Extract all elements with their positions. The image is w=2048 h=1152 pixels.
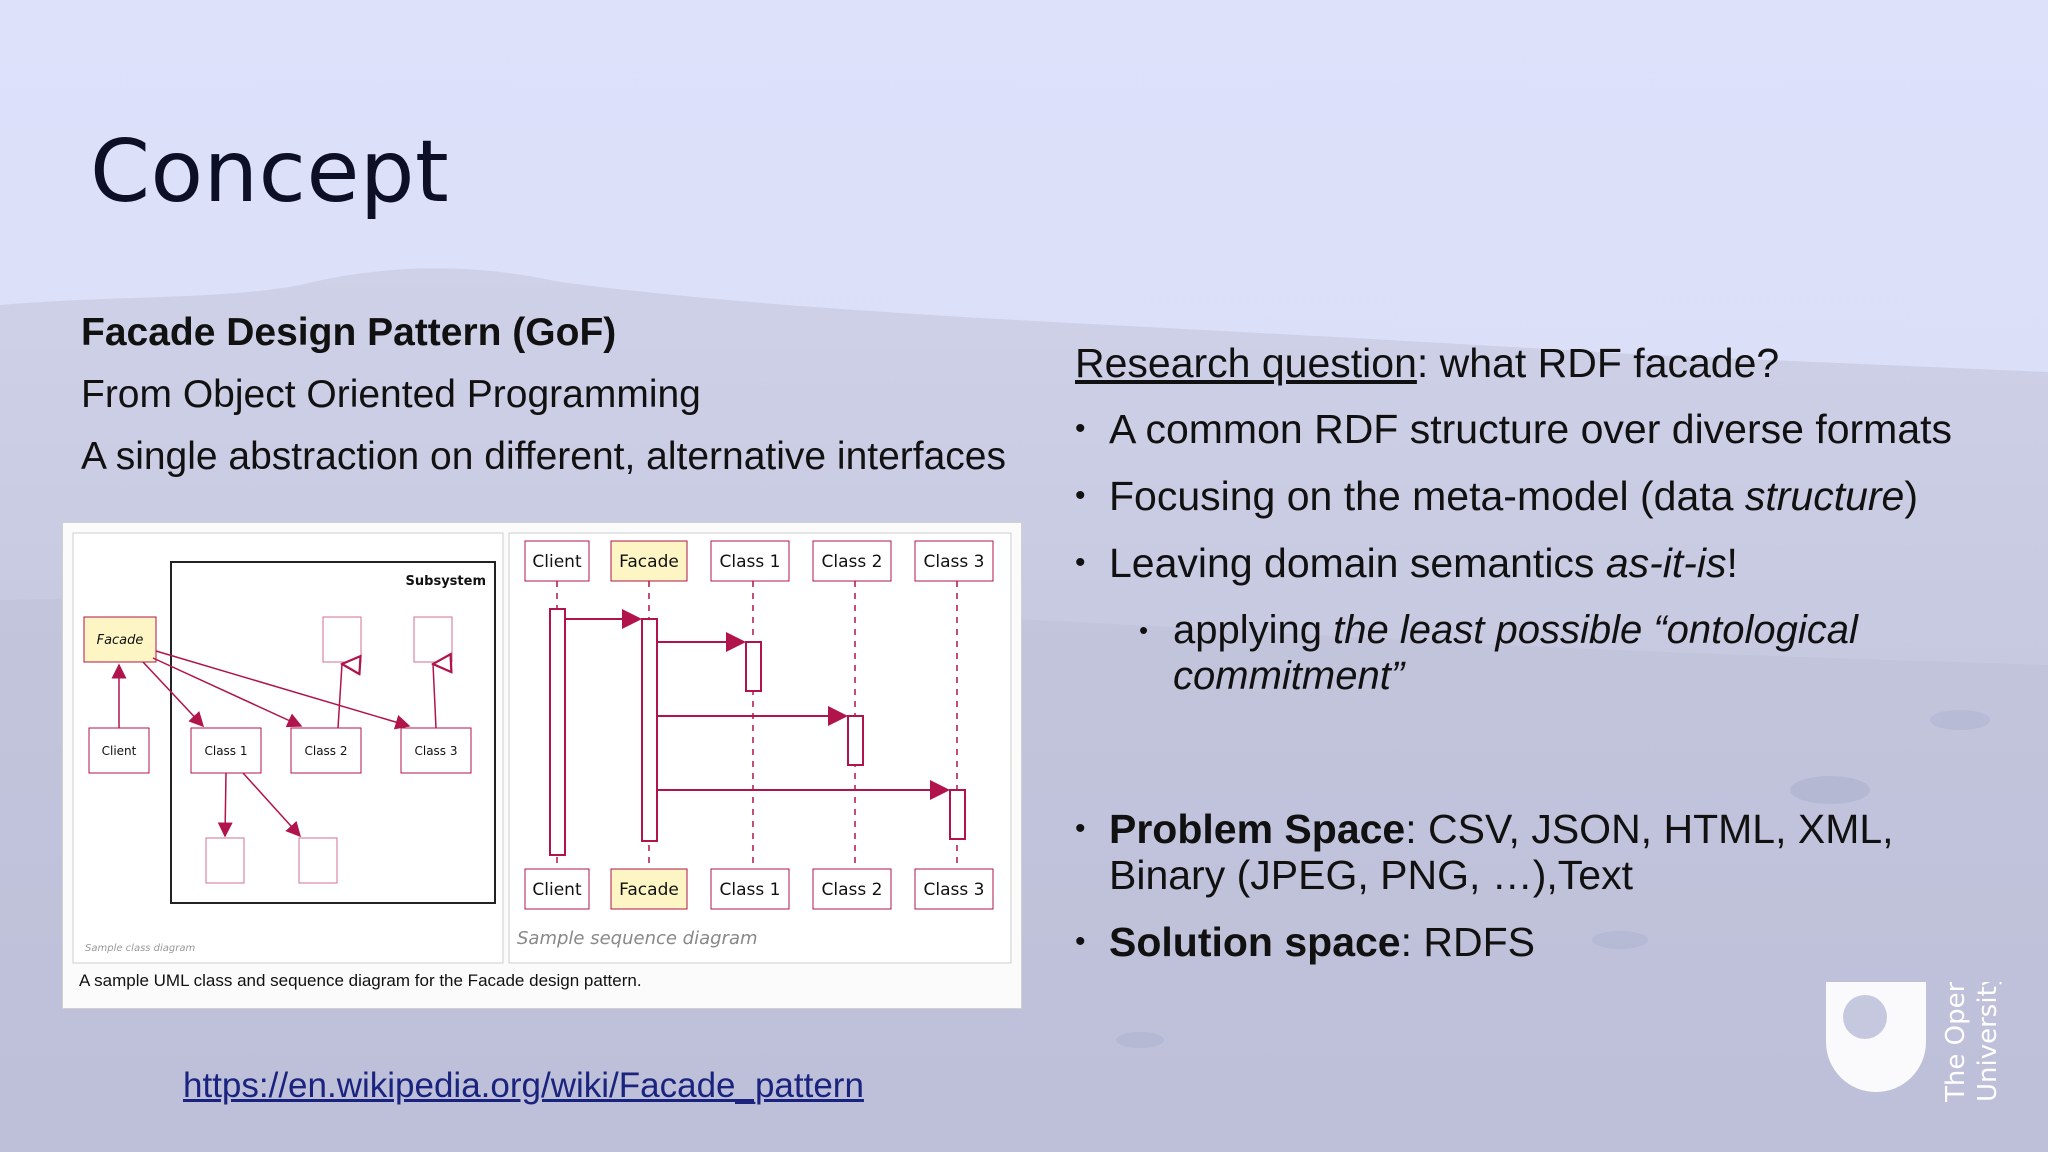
class1-to-child-a-arrow (217, 772, 233, 838)
activation-client (549, 608, 566, 856)
seq-facade-top (610, 540, 688, 582)
bullet-solution-space: Solution space: RDFS (1075, 919, 2005, 965)
wikipedia-link[interactable]: https://en.wikipedia.org/wiki/Facade_pat… (183, 1066, 864, 1105)
research-question: Research question: what RDF facade? (1075, 340, 2005, 386)
seq-class3-top (914, 540, 994, 582)
class-3-label: Class 3 (414, 744, 457, 758)
parent-class-b (413, 616, 453, 663)
subsystem-box (170, 561, 496, 904)
class-facade-label: Facade (97, 633, 144, 648)
child-class-a (205, 837, 245, 884)
seq-facade-bottom-label: Facade (619, 880, 679, 900)
seq-class2-top (812, 540, 892, 582)
bullet-domain-semantics: Leaving domain semantics as-it-is! (1075, 540, 2005, 586)
seq-class3-bottom (914, 868, 994, 910)
solution-space-text: : RDFS (1400, 919, 1536, 965)
pattern-description: A single abstraction on different, alter… (81, 435, 1006, 478)
class-diagram-label: Sample class diagram (85, 943, 196, 954)
pattern-origin: From Object Oriented Programming (81, 373, 701, 416)
class1-to-child-b-arrow (242, 772, 302, 838)
sequence-heads-top: Client Facade Class 1 Class 2 Class 3 (524, 540, 994, 582)
facade-to-class3-arrow (155, 650, 411, 730)
sub-bullet-ontological-commitment: applying the least possible “ontological… (1075, 607, 2005, 699)
seq-facade-top-label: Facade (619, 552, 679, 572)
sub-bullet-text: applying (1173, 608, 1334, 652)
class-3-box (400, 727, 472, 774)
class-1-label: Class 1 (204, 744, 247, 758)
sub-bullet-emphasis: the least possible “ontological commitme… (1173, 608, 1858, 698)
left-text-block: Facade Design Pattern (GoF) From Object … (81, 302, 1041, 488)
logo-text-line2: University (1973, 982, 2003, 1102)
seq-class3-top-label: Class 3 (924, 552, 985, 572)
seq-class1-bottom-label: Class 1 (720, 880, 781, 900)
facade-to-class1-arrow (142, 661, 205, 728)
right-text-block: Research question: what RDF facade? A co… (1075, 340, 2005, 986)
class-1-box (190, 727, 262, 774)
parent-class-a (322, 616, 362, 663)
research-question-label: Research question (1075, 340, 1417, 386)
seq-client-bottom (524, 868, 590, 910)
uml-figure: Subsystem Facade Client Class 1 Class 2 … (62, 522, 1022, 1009)
bullet-meta-model-emphasis: structure (1744, 473, 1905, 519)
pattern-heading: Facade Design Pattern (GoF) (81, 311, 617, 354)
bullet-domain-semantics-emphasis: as-it-is (1605, 540, 1727, 586)
logo-text-line1: The Open (1941, 982, 1971, 1102)
activation-class1 (745, 641, 762, 692)
problem-space-text: : CSV, JSON, HTML, XML, Binary (JPEG, PN… (1109, 806, 1894, 898)
seq-class2-top-label: Class 2 (822, 552, 883, 572)
research-question-text: : what RDF facade? (1416, 340, 1780, 386)
class-client-label: Client (102, 744, 137, 758)
bullet-meta-model-close: ) (1904, 473, 1918, 519)
bullet-meta-model: Focusing on the meta-model (data structu… (1075, 473, 2005, 519)
class2-inherit-arrow (337, 664, 342, 729)
seq-class1-bottom (710, 868, 790, 910)
seq-facade-bottom (610, 868, 688, 910)
class3-inherit-arrow (433, 664, 436, 729)
activation-facade (641, 618, 658, 842)
uml-diagram-svg: Subsystem Facade Client Class 1 Class 2 … (72, 532, 1012, 964)
bullet-domain-semantics-text: Leaving domain semantics (1109, 540, 1606, 586)
logo-shield-icon: The Open University (1826, 971, 2003, 1103)
child-class-b (298, 837, 338, 884)
solution-space-label: Solution space (1109, 919, 1401, 965)
activation-class3 (949, 789, 966, 840)
seq-client-bottom-label: Client (532, 880, 582, 900)
spacer (1075, 720, 2005, 806)
seq-class1-top-label: Class 1 (720, 552, 781, 572)
bullet-domain-semantics-close: ! (1726, 540, 1738, 586)
slide-title: Concept (90, 122, 450, 222)
class-client-box (88, 727, 150, 774)
sequence-heads-bottom: Client Facade Class 1 Class 2 Class 3 (524, 868, 994, 910)
subsystem-label: Subsystem (406, 574, 486, 589)
sequence-diagram-label: Sample sequence diagram (517, 928, 758, 949)
bullet-meta-model-text: Focusing on the meta-model (data (1109, 473, 1745, 519)
seq-class2-bottom (812, 868, 892, 910)
class-2-box (290, 727, 362, 774)
seq-client-top (524, 540, 590, 582)
class-2-label: Class 2 (304, 744, 347, 758)
facade-to-class2-arrow (152, 657, 303, 728)
figure-caption: A sample UML class and sequence diagram … (79, 971, 642, 990)
seq-class2-bottom-label: Class 2 (822, 880, 883, 900)
open-university-logo: The Open University (1826, 971, 2006, 1103)
bullet-common-structure: A common RDF structure over diverse form… (1075, 406, 2005, 452)
seq-class3-bottom-label: Class 3 (924, 880, 985, 900)
bullet-problem-space: Problem Space: CSV, JSON, HTML, XML, Bin… (1075, 806, 2005, 898)
class-facade-box (83, 616, 157, 663)
activation-class2 (847, 715, 864, 766)
seq-class1-top (710, 540, 790, 582)
problem-space-label: Problem Space (1109, 806, 1406, 852)
seq-client-top-label: Client (532, 552, 582, 572)
